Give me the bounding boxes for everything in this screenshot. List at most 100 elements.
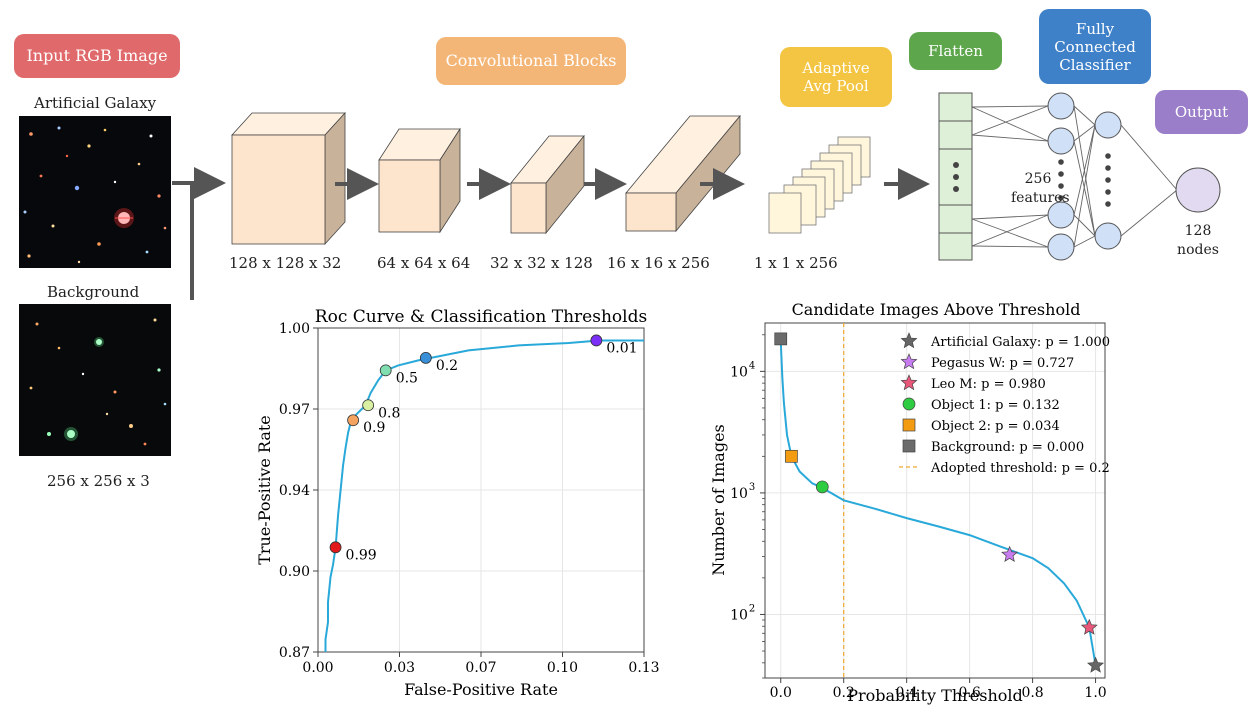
roc-ytick-label: 0.94 (279, 483, 310, 499)
roc-chart: Roc Curve & Classification Thresholds 0.… (255, 307, 660, 699)
block-4-size-label: 16 x 16 x 256 (607, 254, 710, 272)
output-node (1175, 167, 1221, 213)
roc-threshold-label: 0.99 (346, 547, 377, 563)
candidates-ytick-label: 10 (730, 486, 748, 502)
nodes-label: 128 nodes (1177, 223, 1219, 258)
block-1-size-label: 128 x 128 x 32 (229, 254, 342, 272)
roc-points: 0.99 0.90.8 0.5 0.2 0.01 (329, 334, 638, 563)
output-header: Output (1155, 90, 1248, 134)
roc-threshold-label: 0.2 (436, 358, 458, 374)
legend-threshold-label: Adopted threshold: p = 0.2 (930, 461, 1110, 476)
candidates-markers (774, 332, 1105, 673)
roc-ytick-label: 0.90 (279, 564, 310, 580)
conv-block-4 (625, 114, 741, 233)
candidates-ytick-exponent: 2 (749, 603, 755, 614)
legend-marker (900, 353, 918, 370)
roc-ytick-label: 0.97 (279, 402, 310, 418)
candidates-ytick-exponent: 3 (749, 482, 755, 493)
candidates-xlabel: Probability Threshold (847, 686, 1023, 705)
candidates-ytick-exponent: 4 (749, 360, 755, 371)
candidates-xtick-label: 0.2 (833, 685, 855, 701)
roc-threshold-label: 0.8 (378, 405, 400, 421)
flatten-vector (938, 92, 973, 261)
artificial-galaxy-label: Artificial Galaxy (34, 94, 157, 112)
conv-block-3 (510, 134, 585, 235)
candidates-frame (764, 322, 1106, 679)
input-size-label: 256 x 256 x 3 (47, 472, 150, 490)
roc-threshold-point (329, 541, 342, 554)
roc-xtick-label: 0.07 (465, 660, 496, 676)
roc-threshold-label: 0.01 (606, 340, 637, 356)
candidate-marker (1087, 656, 1105, 673)
flatten-header: Flatten (909, 32, 1002, 70)
convolutional-blocks-header: Convolutional Blocks (436, 37, 626, 85)
candidate-marker (1001, 545, 1019, 562)
legend-entry-label: Background: p = 0.000 (931, 440, 1084, 455)
roc-curve (324, 339, 644, 652)
candidate-marker (815, 480, 829, 494)
candidate-marker (1080, 618, 1098, 635)
roc-xtick-label: 0.10 (547, 660, 578, 676)
roc-threshold-point (419, 352, 432, 364)
candidates-title: Candidate Images Above Threshold (792, 300, 1081, 319)
roc-threshold-point (590, 334, 603, 347)
legend-marker (902, 439, 916, 453)
roc-threshold-label: 0.9 (363, 420, 385, 436)
pooled-feature-maps (768, 136, 871, 234)
roc-grid (317, 327, 645, 653)
legend-entry-label: Leo M: p = 0.980 (931, 377, 1046, 392)
legend-marker (902, 418, 916, 432)
roc-threshold-point (362, 399, 375, 412)
candidates-xtick-label: 0.0 (770, 685, 792, 701)
legend-entry-label: Pegasus W: p = 0.727 (931, 356, 1074, 371)
fc-layer-2 (1094, 111, 1122, 250)
candidate-marker (774, 332, 788, 346)
roc-xtick-label: 0.13 (628, 660, 659, 676)
input-connector (172, 167, 226, 300)
roc-threshold-label: 0.5 (396, 370, 418, 386)
roc-ylabel: True-Positive Rate (255, 415, 274, 565)
conv-block-1 (231, 111, 346, 246)
features-label: 256 features (1011, 171, 1070, 206)
fc-layer-1 (1047, 92, 1075, 261)
candidate-marker (785, 449, 798, 463)
candidates-chart: Candidate Images Above Threshold 0.0 0.2 0… (709, 300, 1110, 705)
block-3-size-label: 32 x 32 x 128 (490, 254, 593, 272)
background-label: Background (47, 283, 140, 301)
network-connections (971, 105, 1178, 248)
candidates-curve (779, 340, 1097, 666)
roc-xlabel: False-Positive Rate (404, 680, 558, 699)
candidates-ytick-label: 10 (730, 364, 748, 380)
candidates-xtick-label: 0.8 (1021, 685, 1043, 701)
adaptive-avg-pool-header: Adaptive Avg Pool (780, 47, 892, 107)
conv-block-2 (378, 127, 461, 234)
roc-title: Roc Curve & Classification Thresholds (315, 307, 647, 327)
block-2-size-label: 64 x 64 x 64 (377, 254, 471, 272)
legend-entry-label: Artificial Galaxy: p = 1.000 (930, 335, 1110, 350)
candidates-xtick-label: 0.4 (896, 685, 918, 701)
roc-xtick-label: 0.00 (302, 660, 333, 676)
legend-entry-label: Object 2: p = 0.034 (931, 419, 1060, 434)
roc-ytick-label: 1.00 (279, 321, 310, 337)
background-image (19, 304, 171, 456)
artificial-galaxy-image (19, 116, 171, 268)
roc-threshold-point (347, 414, 360, 427)
roc-ticks: 0.00 0.03 0.07 0.10 0.13 0.87 0.90 0.94 0.97 1.00 (279, 321, 660, 676)
roc-xtick-label: 0.03 (384, 660, 415, 676)
legend-marker (900, 332, 918, 349)
candidates-xtick-label: 0.6 (958, 685, 980, 701)
roc-threshold-point (379, 364, 392, 377)
candidates-ytick-label: 10 (730, 607, 748, 623)
candidates-ylabel: Number of Images (709, 424, 728, 576)
pool-size-label: 1 x 1 x 256 (754, 254, 838, 272)
candidates-xtick-label: 1.0 (1084, 685, 1106, 701)
roc-ytick-label: 0.87 (279, 645, 310, 661)
architecture-diagram (172, 92, 1221, 300)
legend-marker (900, 374, 918, 391)
legend-marker (902, 397, 916, 411)
legend-entry-label: Object 1: p = 0.132 (931, 398, 1060, 413)
input-rgb-image-header: Input RGB Image (14, 34, 180, 78)
fully-connected-classifier-header: Fully Connected Classifier (1039, 9, 1151, 84)
